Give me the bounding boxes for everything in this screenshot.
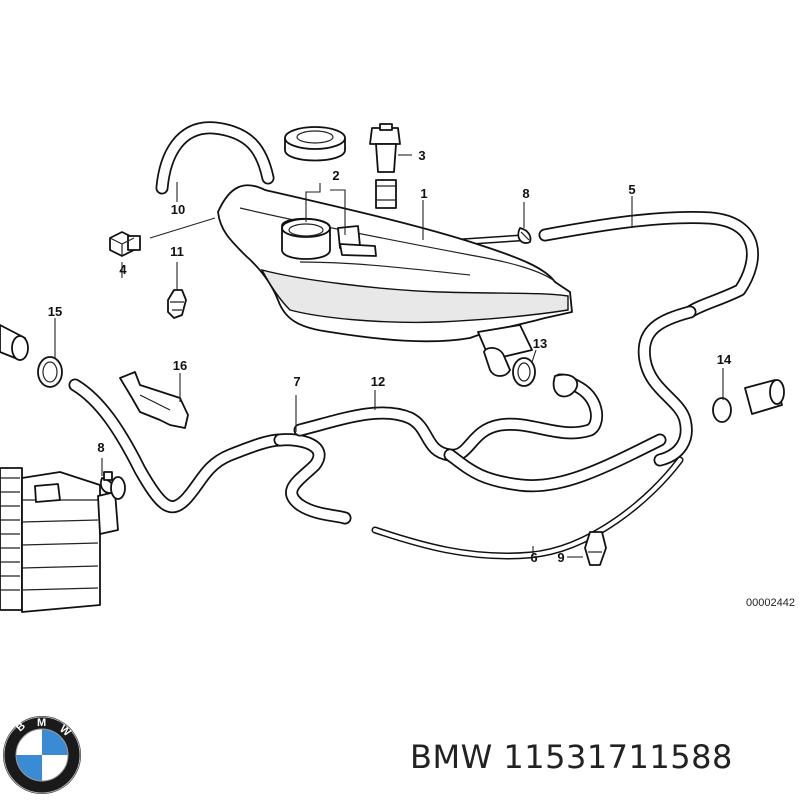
- filler-cap: [284, 126, 346, 162]
- callout-10: 10: [171, 202, 185, 217]
- callout-13: 13: [533, 336, 547, 351]
- clamp-13: [483, 347, 579, 398]
- diagram-code: 00002442: [746, 597, 795, 609]
- bmw-logo: B M W: [3, 716, 81, 794]
- clamp-15: [0, 324, 63, 388]
- expansion-tank: [217, 184, 573, 361]
- hose-12: [293, 373, 667, 493]
- callout-7: 7: [293, 374, 300, 389]
- clamp-14: [712, 379, 785, 423]
- callout-2: 2: [332, 168, 339, 183]
- bracket-16: [119, 371, 189, 429]
- radiator: [0, 467, 119, 613]
- radiator-connector: [110, 476, 126, 500]
- callout-labels: 1 2 3 4 5 6 7 8 8 9 10 11 12 13 14 15 16: [48, 148, 732, 565]
- clip-9: [584, 531, 607, 566]
- level-sensor: [369, 123, 401, 209]
- clip-8-top: [517, 227, 532, 244]
- callout-11: 11: [170, 244, 184, 259]
- callout-14: 14: [717, 352, 732, 367]
- leader-lines: [54, 154, 724, 558]
- callout-15: 15: [48, 304, 62, 319]
- callout-12: 12: [371, 374, 385, 389]
- callout-9: 9: [557, 550, 564, 565]
- callout-3: 3: [418, 148, 425, 163]
- callout-8-top: 8: [522, 186, 529, 201]
- clip-11: [167, 289, 187, 319]
- svg-text:M: M: [37, 717, 46, 729]
- overflow-hose: [637, 305, 697, 467]
- callout-1: 1: [420, 186, 427, 201]
- hose-5: [538, 210, 759, 319]
- part-number-caption: BMW 11531711588: [410, 738, 733, 776]
- hose-10: [155, 121, 275, 195]
- callout-4: 4: [119, 262, 127, 277]
- callout-6: 6: [530, 550, 537, 565]
- hose-7: [68, 378, 352, 525]
- callout-8-bottom: 8: [97, 440, 104, 455]
- hose-6: [371, 456, 684, 560]
- bolt: [109, 231, 141, 257]
- callout-16: 16: [173, 358, 187, 373]
- callout-5: 5: [628, 182, 635, 197]
